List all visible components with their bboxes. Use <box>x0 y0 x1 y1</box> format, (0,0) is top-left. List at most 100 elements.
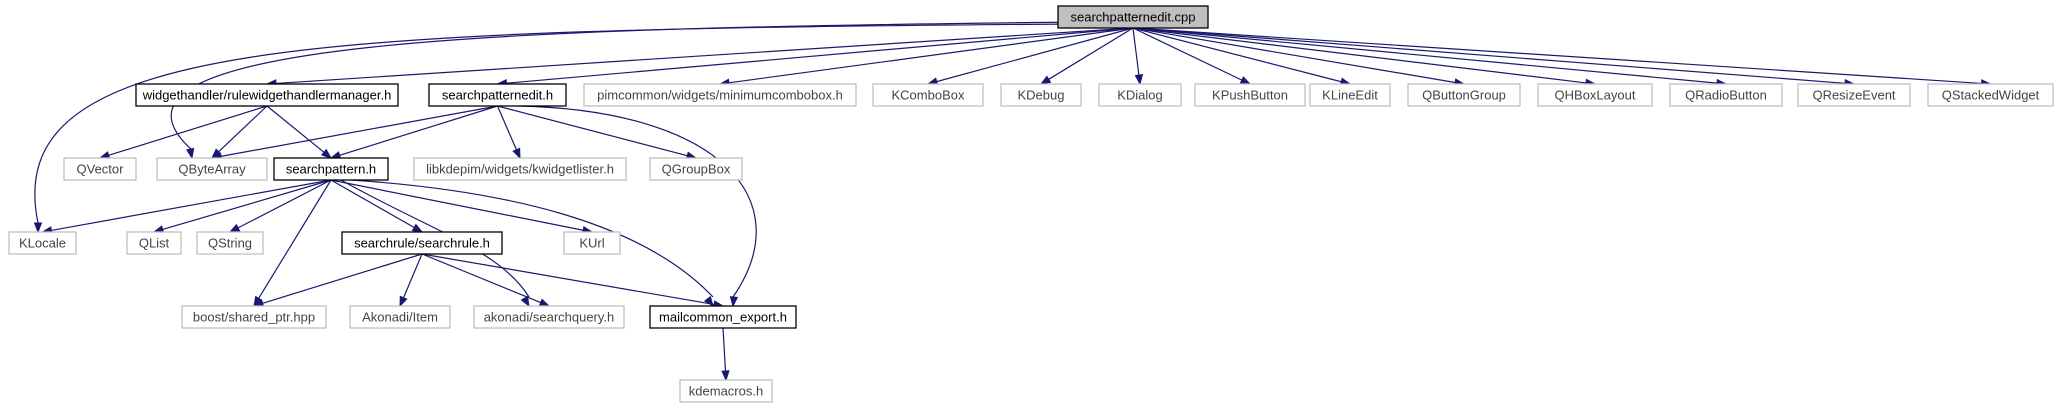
node-label-sp: searchpattern.h <box>286 162 376 177</box>
node-box-wh <box>135 83 399 107</box>
node-label-libk: libkdepim/widgets/kwidgetlister.h <box>426 162 614 177</box>
edge-sp-to-klocale <box>51 179 332 231</box>
node-box-qstring <box>196 231 264 255</box>
edge-speh-to-libk <box>496 105 517 150</box>
node-label-sr: searchrule/searchrule.h <box>354 236 490 251</box>
node-box-qbg <box>1407 83 1521 107</box>
edge-sp-to-mce <box>350 179 714 298</box>
arrowhead-speh-to-mce <box>729 296 739 308</box>
node-sp[interactable]: searchpattern.h <box>273 157 389 181</box>
node-label-kurl: KUrl <box>579 236 604 251</box>
node-box-speh <box>428 83 567 107</box>
node-qhbox: QHBoxLayout <box>1537 83 1653 107</box>
node-box-aksq <box>473 305 625 329</box>
edge-root-to-qbyte <box>170 21 1084 151</box>
node-label-wh: widgethandler/rulewidgethandlermanager.h <box>142 88 392 103</box>
node-qstring: QString <box>196 231 264 255</box>
edge-wh-to-qbyte <box>218 105 268 153</box>
edge-root-to-kline <box>1132 27 1342 83</box>
node-mce[interactable]: mailcommon_export.h <box>649 305 797 329</box>
arrowhead-root-to-kdebug <box>1039 75 1052 85</box>
node-klocale: KLocale <box>8 231 77 255</box>
edge-wh-to-sp <box>266 105 325 153</box>
edge-speh-to-mce <box>517 105 757 298</box>
edge-speh-to-qbyte <box>220 105 498 157</box>
node-label-aksq: akonadi/searchquery.h <box>484 310 615 325</box>
node-box-root <box>1057 5 1209 29</box>
arrowhead-root-to-klocale <box>33 222 43 234</box>
edge-sp-to-qlist <box>162 179 332 231</box>
node-qstack: QStackedWidget <box>1927 83 2054 107</box>
node-label-kcombo: KComboBox <box>892 88 965 103</box>
node-wh[interactable]: widgethandler/rulewidgethandlermanager.h <box>135 83 399 107</box>
edge-sr-to-mce <box>421 253 715 306</box>
node-label-qbg: QButtonGroup <box>1422 88 1506 103</box>
node-box-qstack <box>1927 83 2054 107</box>
node-libk: libkdepim/widgets/kwidgetlister.h <box>413 157 627 181</box>
node-sr[interactable]: searchrule/searchrule.h <box>341 231 503 255</box>
node-box-klocale <box>8 231 77 255</box>
edge-sr-to-akitem <box>402 253 423 298</box>
node-box-kdem <box>679 379 773 403</box>
node-label-qstring: QString <box>208 236 252 251</box>
node-kdialog: KDialog <box>1098 83 1182 107</box>
edge-sp-to-kurl <box>330 179 584 231</box>
node-label-kdem: kdemacros.h <box>689 384 763 399</box>
node-box-qbyte <box>156 157 268 181</box>
edge-speh-to-sp <box>339 105 498 156</box>
node-box-qradio <box>1669 83 1783 107</box>
node-kline: KLineEdit <box>1309 83 1391 107</box>
node-box-kurl <box>563 231 621 255</box>
arrowhead-sp-to-aksq <box>520 295 530 308</box>
edge-root-to-klocale <box>34 23 1074 224</box>
node-kdem: kdemacros.h <box>679 379 773 403</box>
node-box-sr <box>341 231 503 255</box>
edge-wh-to-qvector <box>108 105 268 156</box>
nodes-layer: searchpatternedit.cpp widgethandler/rulew… <box>8 5 2054 403</box>
edge-root-to-kpush <box>1132 27 1243 81</box>
node-pim: pimcommon/widgets/minimumcombobox.h <box>583 83 857 107</box>
edge-root-to-wh <box>275 27 1134 85</box>
edge-sr-to-boost <box>262 253 423 304</box>
edge-root-to-kdebug <box>1048 27 1134 80</box>
edge-root-to-qhbox <box>1132 27 1587 84</box>
node-label-qlist: QList <box>139 236 170 251</box>
arrowhead-root-to-kdialog <box>1134 74 1144 86</box>
node-label-qgroup: QGroupBox <box>662 162 731 177</box>
node-label-root: searchpatternedit.cpp <box>1070 10 1195 25</box>
arrowhead-root-to-qbyte <box>185 147 195 160</box>
node-qbg: QButtonGroup <box>1407 83 1521 107</box>
node-box-kpush <box>1194 83 1306 107</box>
node-akitem: Akonadi/Item <box>349 305 451 329</box>
edge-sp-to-qstring <box>237 179 332 229</box>
node-label-qradio: QRadioButton <box>1685 88 1767 103</box>
node-kcombo: KComboBox <box>872 83 984 107</box>
node-box-boost <box>181 305 327 329</box>
edge-sr-to-aksq <box>421 253 541 304</box>
edge-root-to-qresize <box>1132 27 1846 84</box>
node-label-qhbox: QHBoxLayout <box>1555 88 1636 103</box>
node-label-klocale: KLocale <box>19 236 66 251</box>
node-kpush: KPushButton <box>1194 83 1306 107</box>
edge-root-to-kdialog <box>1132 27 1140 76</box>
edge-sp-to-sr <box>330 179 415 229</box>
node-box-qgroup <box>649 157 743 181</box>
node-box-sp <box>273 157 389 181</box>
arrowhead-sr-to-aksq <box>538 298 551 307</box>
arrowhead-speh-to-libk <box>512 147 521 160</box>
node-box-akitem <box>349 305 451 329</box>
node-kdebug: KDebug <box>1000 83 1082 107</box>
edge-root-to-speh <box>506 27 1134 84</box>
node-speh[interactable]: searchpatternedit.h <box>428 83 567 107</box>
node-box-qhbox <box>1537 83 1653 107</box>
arrowhead-sp-to-sr <box>411 223 424 233</box>
edge-root-to-qradio <box>1132 27 1718 84</box>
edge-speh-to-qgroup <box>497 105 688 157</box>
node-box-qresize <box>1797 83 1911 107</box>
node-qlist: QList <box>126 231 182 255</box>
node-qbyte: QByteArray <box>156 157 268 181</box>
arrowhead-root-to-kpush <box>1239 76 1252 85</box>
node-root[interactable]: searchpatternedit.cpp <box>1057 5 1209 29</box>
node-aksq: akonadi/searchquery.h <box>473 305 625 329</box>
arrowhead-wh-to-sp <box>320 148 333 159</box>
